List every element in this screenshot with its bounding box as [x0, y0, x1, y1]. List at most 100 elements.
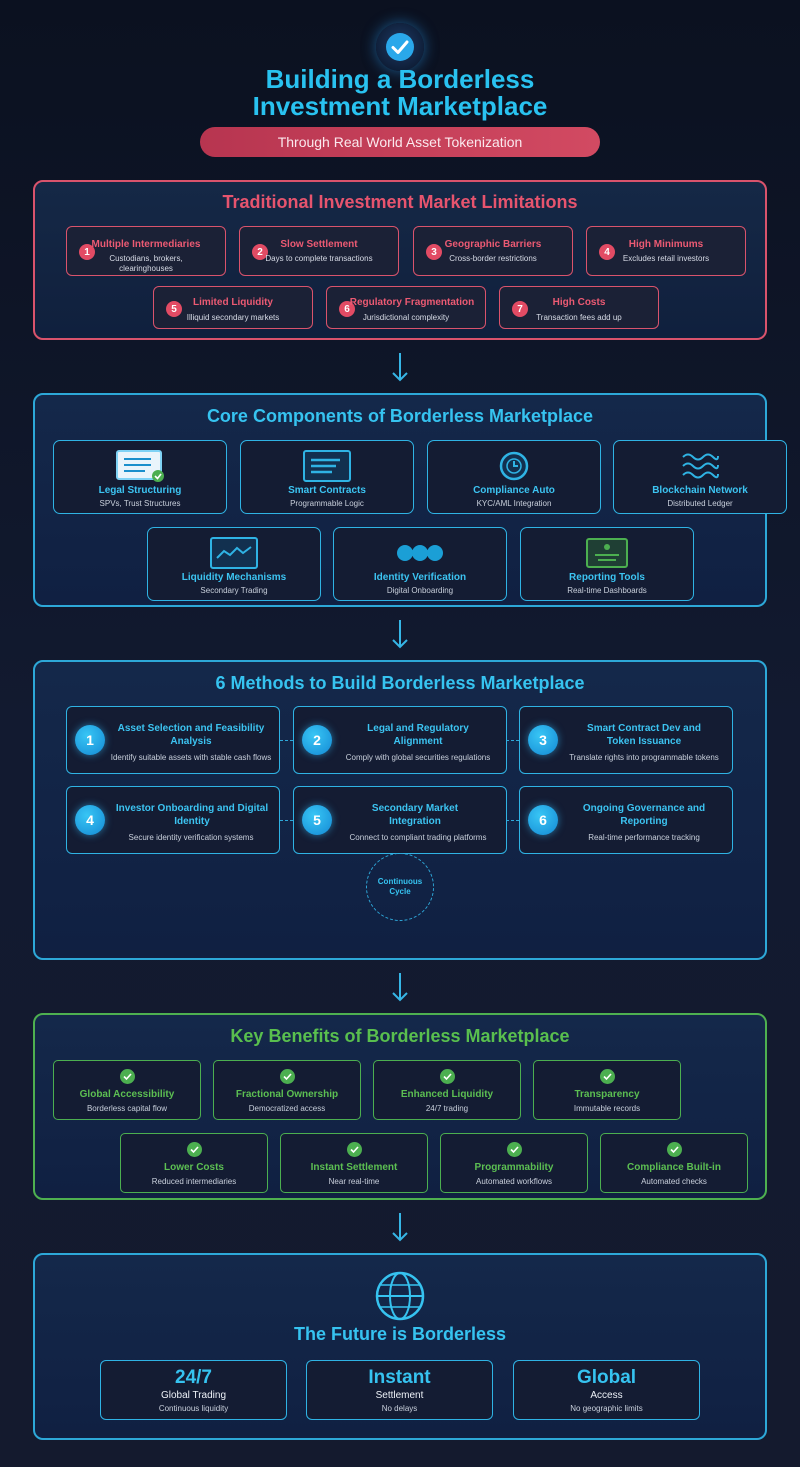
- subtitle-banner: Through Real World Asset Tokenization: [200, 127, 600, 157]
- component-card: Reporting Tools Real-time Dashboards: [520, 527, 694, 601]
- component-title: Identity Verification: [373, 572, 467, 583]
- limitation-card: 4 High Minimums Excludes retail investor…: [586, 226, 746, 276]
- stat-label: Global Trading: [160, 1390, 227, 1401]
- benefit-title: Fractional Ownership: [235, 1089, 339, 1100]
- stat-label: Settlement: [375, 1390, 424, 1401]
- method-desc: Translate rights into programmable token…: [569, 753, 719, 762]
- benefit-title: Enhanced Liquidity: [400, 1089, 494, 1100]
- method-desc: Connect to compliant trading platforms: [349, 833, 487, 842]
- benefit-title: Programmability: [474, 1162, 554, 1173]
- component-title: Legal Structuring: [98, 485, 182, 496]
- method-card: 6 Ongoing Governance and Reporting Real-…: [519, 786, 733, 854]
- method-desc: Secure identity verification systems: [128, 833, 254, 842]
- section-title: Traditional Investment Market Limitation…: [222, 192, 578, 212]
- component-title: Reporting Tools: [569, 572, 645, 583]
- benefit-desc: Automated workflows: [475, 1177, 553, 1186]
- limitation-title: Limited Liquidity: [193, 297, 273, 308]
- document-check-icon: [54, 449, 226, 483]
- method-title: Investor Onboarding and Digital Identity: [115, 803, 269, 827]
- check-icon: [440, 1069, 455, 1084]
- limitation-card: 6 Regulatory Fragmentation Jurisdictiona…: [326, 286, 486, 329]
- component-title: Compliance Auto: [473, 485, 555, 496]
- limitation-desc: Cross-border restrictions: [449, 254, 537, 263]
- circles-icon: [334, 536, 506, 570]
- check-icon: [280, 1069, 295, 1084]
- benefit-card: Programmability Automated workflows: [440, 1133, 588, 1193]
- method-desc: Comply with global securities regulation…: [345, 753, 491, 762]
- method-number: 4: [75, 805, 105, 835]
- benefit-desc: Reduced intermediaries: [151, 1177, 237, 1186]
- component-title: Blockchain Network: [652, 485, 748, 496]
- benefit-desc: Immutable records: [573, 1104, 641, 1113]
- method-card: 1 Asset Selection and Feasibility Analys…: [66, 706, 280, 774]
- component-card: Compliance Auto KYC/AML Integration: [427, 440, 601, 514]
- method-title: Asset Selection and Feasibility Analysis: [117, 723, 265, 747]
- future-title: The Future is Borderless: [293, 1324, 507, 1344]
- section-title: Key Benefits of Borderless Marketplace: [230, 1026, 570, 1046]
- down-arrow-icon: [392, 353, 408, 382]
- benefit-desc: Democratized access: [248, 1104, 326, 1113]
- method-desc: Real-time performance tracking: [588, 833, 700, 842]
- component-card: Smart Contracts Programmable Logic: [240, 440, 414, 514]
- component-title: Smart Contracts: [288, 485, 366, 496]
- benefit-card: Compliance Built-in Automated checks: [600, 1133, 748, 1193]
- limitation-title: High Minimums: [628, 239, 704, 250]
- benefit-card: Fractional Ownership Democratized access: [213, 1060, 361, 1120]
- check-icon: [600, 1069, 615, 1084]
- stat-desc: Continuous liquidity: [158, 1404, 229, 1413]
- check-icon: [187, 1142, 202, 1157]
- stat-value: Global: [576, 1367, 637, 1388]
- component-desc: Secondary Trading: [200, 586, 268, 595]
- limitation-number: 5: [166, 301, 182, 317]
- clock-icon: [428, 449, 600, 483]
- stat-value: 24/7: [175, 1367, 212, 1388]
- limitation-title: Regulatory Fragmentation: [349, 297, 475, 308]
- section-title: Core Components of Borderless Marketplac…: [206, 406, 594, 426]
- limitation-number: 6: [339, 301, 355, 317]
- method-card: 4 Investor Onboarding and Digital Identi…: [66, 786, 280, 854]
- component-card: Liquidity Mechanisms Secondary Trading: [147, 527, 321, 601]
- line-chart-icon: [148, 536, 320, 570]
- method-title: Ongoing Governance and Reporting: [582, 803, 706, 827]
- method-card: 5 Secondary Market Integration Connect t…: [293, 786, 507, 854]
- limitation-number: 4: [599, 244, 615, 260]
- benefit-desc: Automated checks: [641, 1177, 707, 1186]
- benefit-desc: 24/7 trading: [425, 1104, 469, 1113]
- stat-desc: No geographic limits: [570, 1404, 643, 1413]
- dashboard-icon: [521, 536, 693, 570]
- component-desc: KYC/AML Integration: [476, 499, 552, 508]
- check-icon: [667, 1142, 682, 1157]
- component-title: Liquidity Mechanisms: [181, 572, 287, 583]
- component-desc: Distributed Ledger: [667, 499, 733, 508]
- stat-card: Instant Settlement No delays: [306, 1360, 493, 1420]
- component-card: Blockchain Network Distributed Ledger: [613, 440, 787, 514]
- method-title: Secondary Market Integration: [371, 803, 459, 827]
- limitation-desc: Illiquid secondary markets: [186, 313, 280, 322]
- limitation-desc: Days to complete transactions: [265, 254, 373, 263]
- stat-label: Access: [590, 1390, 623, 1401]
- benefit-title: Instant Settlement: [310, 1162, 398, 1173]
- limitation-card: 2 Slow Settlement Days to complete trans…: [239, 226, 399, 276]
- check-icon: [347, 1142, 362, 1157]
- benefit-card: Enhanced Liquidity 24/7 trading: [373, 1060, 521, 1120]
- limitation-title: High Costs: [552, 297, 606, 308]
- benefit-card: Instant Settlement Near real-time: [280, 1133, 428, 1193]
- benefit-desc: Borderless capital flow: [86, 1104, 168, 1113]
- limitation-desc: Transaction fees add up: [536, 313, 622, 322]
- stat-value: Instant: [368, 1367, 431, 1388]
- benefit-card: Global Accessibility Borderless capital …: [53, 1060, 201, 1120]
- wave-icon: [614, 449, 786, 483]
- limitation-card: 1 Multiple Intermediaries Custodians, br…: [66, 226, 226, 276]
- method-card: 2 Legal and Regulatory Alignment Comply …: [293, 706, 507, 774]
- down-arrow-icon: [392, 973, 408, 1002]
- component-card: Identity Verification Digital Onboarding: [333, 527, 507, 601]
- limitation-title: Geographic Barriers: [444, 239, 542, 250]
- limitation-number: 7: [512, 301, 528, 317]
- limitation-desc: Excludes retail investors: [622, 254, 710, 263]
- section-title: 6 Methods to Build Borderless Marketplac…: [215, 673, 585, 693]
- stat-desc: No delays: [381, 1404, 418, 1413]
- code-lines-icon: [241, 449, 413, 483]
- benefit-title: Lower Costs: [163, 1162, 224, 1173]
- component-desc: Real-time Dashboards: [567, 586, 647, 595]
- benefit-title: Transparency: [574, 1089, 640, 1100]
